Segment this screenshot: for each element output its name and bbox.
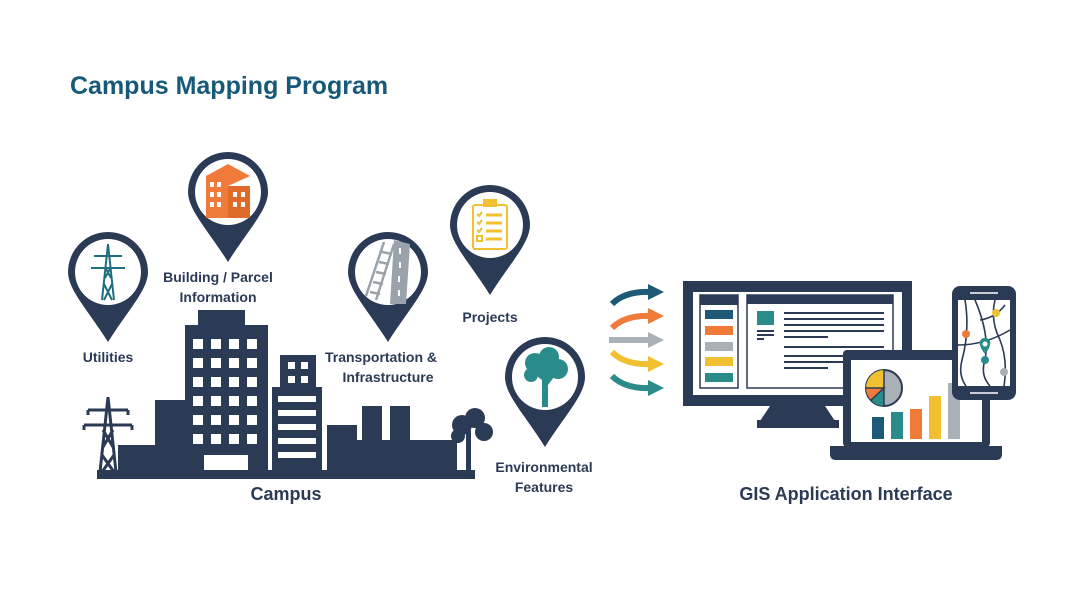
data-exchange-arrows — [609, 284, 664, 396]
building-icon — [206, 164, 250, 218]
gis-label: GIS Application Interface — [739, 484, 953, 504]
label-environmental-line2: Features — [514, 479, 574, 495]
label-environmental-line1: Environmental — [495, 459, 593, 475]
arrow-icon — [609, 332, 664, 348]
arrow-icon — [609, 284, 664, 307]
label-building-line2: Information — [179, 289, 257, 305]
power-tower-icon — [91, 243, 125, 301]
clipboard-checklist-icon — [472, 199, 508, 250]
label-utilities: Utilities — [82, 349, 134, 365]
pin-utilities — [68, 232, 148, 342]
pin-environmental — [505, 337, 585, 447]
tree-icon — [451, 408, 493, 472]
pin-projects — [450, 185, 530, 295]
pie-chart-icon — [865, 369, 903, 407]
label-transportation-line1: Transportation & — [324, 349, 438, 365]
arrow-icon — [609, 373, 664, 396]
label-transportation-line2: Infrastructure — [342, 369, 434, 385]
label-building-line1: Building / Parcel — [163, 269, 273, 285]
road-rail-icon — [364, 240, 410, 304]
pin-building — [188, 152, 268, 262]
page-title: Campus Mapping Program — [70, 72, 389, 100]
arrow-icon — [609, 308, 664, 331]
arrow-icon — [609, 349, 664, 372]
tree-icon — [524, 347, 568, 407]
campus-skyline — [97, 310, 475, 479]
power-tower-icon — [82, 396, 134, 473]
bar-chart-icon — [872, 383, 960, 439]
mobile-phone-icon — [952, 286, 1016, 400]
pin-transportation — [348, 232, 428, 342]
campus-label: Campus — [250, 484, 322, 504]
label-projects: Projects — [462, 309, 518, 325]
